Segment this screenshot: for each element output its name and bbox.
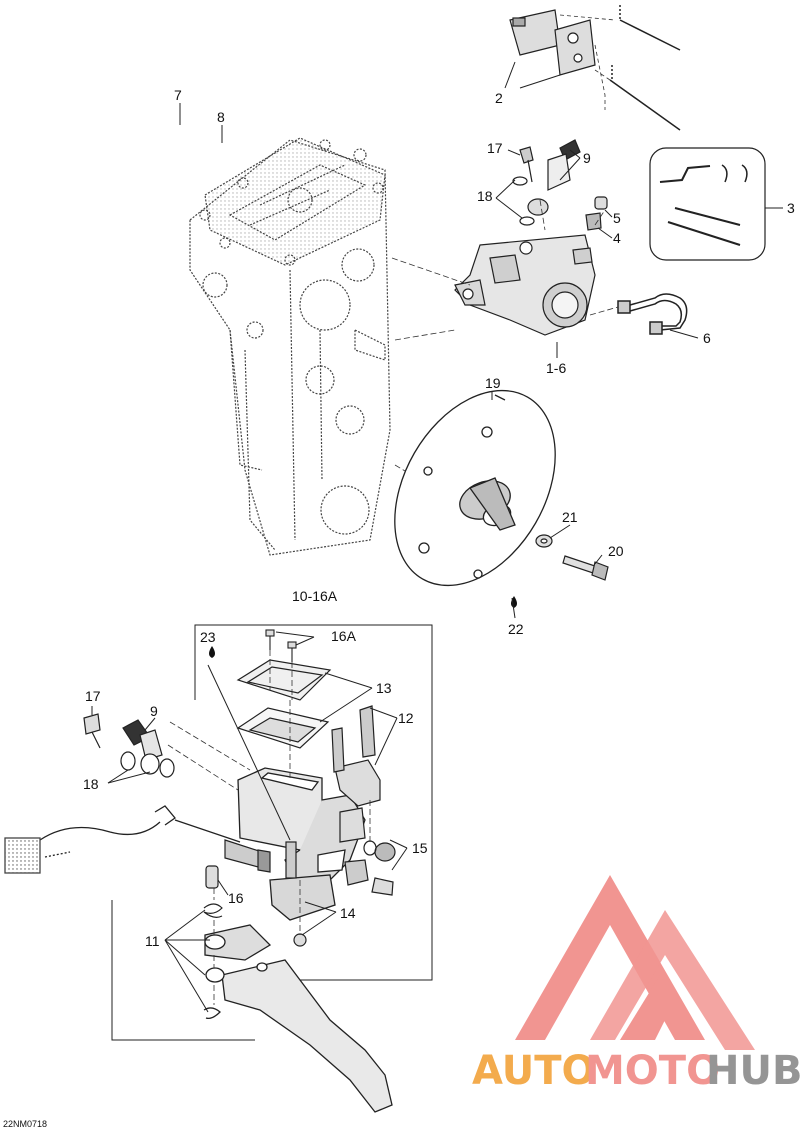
brake-pads xyxy=(509,9,596,76)
callout-5: 5 xyxy=(613,210,621,226)
lubricant-drop-icon xyxy=(511,596,517,608)
callout-8: 8 xyxy=(217,109,225,125)
callout-17-lower: 17 xyxy=(85,688,101,704)
callout-4: 4 xyxy=(613,230,621,246)
banjo-bolt-upper xyxy=(519,146,534,164)
callout-3: 3 xyxy=(787,200,795,216)
callout-9-upper: 9 xyxy=(583,150,591,166)
callout-22: 22 xyxy=(508,621,524,637)
callout-16: 16 xyxy=(228,890,244,906)
master-cylinder-piston xyxy=(174,819,271,873)
hardware-kit xyxy=(649,147,766,261)
lubricant-drop-icon xyxy=(209,646,215,658)
callout-6: 6 xyxy=(703,330,711,346)
callout-10-16A: 10-16A xyxy=(292,588,338,604)
watermark-text-hub: HUB xyxy=(706,1048,800,1094)
automotohub-watermark: AUTO MOTO HUB xyxy=(472,875,800,1094)
callout-7: 7 xyxy=(174,87,182,103)
callout-18-upper: 18 xyxy=(477,188,493,204)
handlebar-clamp xyxy=(331,705,381,843)
callout-2: 2 xyxy=(495,90,503,106)
nut xyxy=(293,933,307,947)
switch-wiring-harness xyxy=(4,805,176,874)
callout-16A: 16A xyxy=(331,628,357,644)
reservoir-cover xyxy=(236,659,332,749)
brake-disc xyxy=(394,389,556,587)
brake-lever xyxy=(203,924,393,1113)
brake-light-switch xyxy=(344,840,396,896)
callout-21: 21 xyxy=(562,509,578,525)
gearbox-housing xyxy=(189,137,391,556)
callout-18-lower: 18 xyxy=(83,776,99,792)
callout-19: 19 xyxy=(485,375,501,391)
cover-screw xyxy=(265,629,275,637)
callout-12: 12 xyxy=(398,710,414,726)
banjo-bolt-lower xyxy=(83,713,101,735)
brake-line-fitting xyxy=(617,293,688,335)
drawing-code: 22NM0718 xyxy=(3,1119,47,1129)
pad-pins xyxy=(609,5,681,131)
callout-1-6: 1-6 xyxy=(546,360,566,376)
bleeder-screw xyxy=(585,212,602,231)
callout-17-upper: 17 xyxy=(487,140,503,156)
watermark-text-auto: AUTO xyxy=(472,1048,596,1094)
cover-screw xyxy=(287,641,297,649)
watermark-text-moto: MOTO xyxy=(585,1048,720,1094)
brake-caliper xyxy=(454,234,596,336)
callout-11: 11 xyxy=(145,933,160,949)
callout-20: 20 xyxy=(608,543,624,559)
watermark-logo-icon xyxy=(515,875,755,1050)
bleeder-cap xyxy=(594,196,608,210)
callout-labels: 7 8 2 17 9 18 5 4 3 6 1-6 19 21 20 22 10… xyxy=(3,87,795,1129)
leader-lines xyxy=(91,61,699,1013)
pivot-bolt xyxy=(205,865,219,889)
callout-13: 13 xyxy=(376,680,392,696)
disc-bolt xyxy=(562,555,596,574)
master-cylinder-group-frame xyxy=(111,624,433,1041)
callout-23: 23 xyxy=(200,629,216,645)
callout-15: 15 xyxy=(412,840,428,856)
callout-9-lower: 9 xyxy=(150,703,158,719)
callout-14: 14 xyxy=(340,905,356,921)
